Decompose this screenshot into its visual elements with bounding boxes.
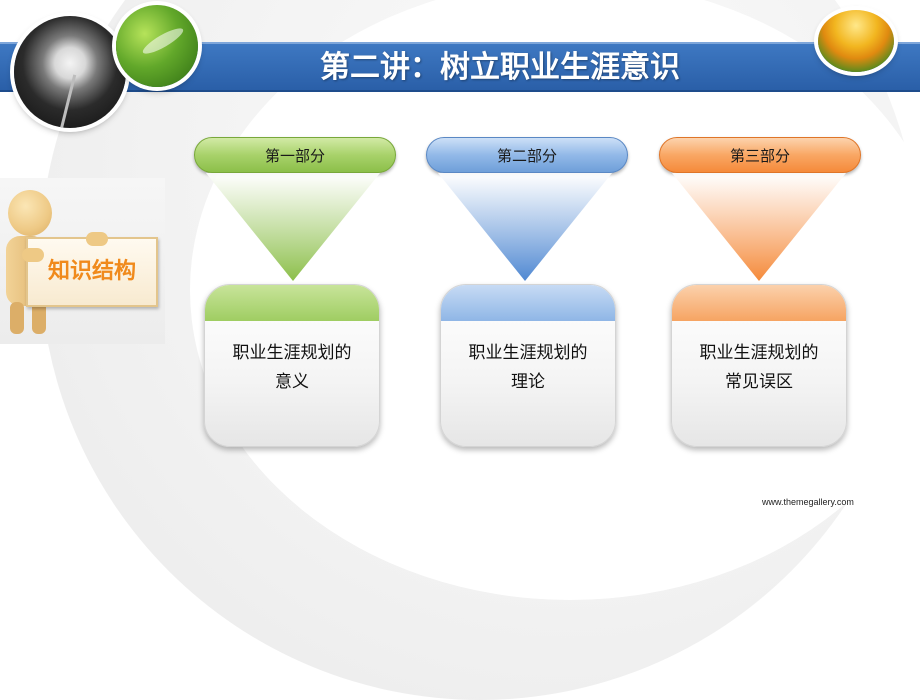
sign-board: 知识结构 <box>26 237 158 307</box>
card-line: 意义 <box>275 372 309 392</box>
figure-leg <box>32 302 46 334</box>
card-line: 理论 <box>511 372 545 392</box>
dandelion-image <box>14 16 126 128</box>
figure-hand <box>86 232 108 246</box>
section-2-label[interactable]: 第二部分 <box>426 137 628 173</box>
section-1-card[interactable]: 职业生涯规划的 意义 <box>204 284 380 447</box>
section-1-arrow <box>206 173 380 281</box>
section-3-arrow <box>672 173 846 281</box>
figure-hand <box>22 248 44 262</box>
section-2-arrow <box>438 173 612 281</box>
card-line: 常见误区 <box>725 372 793 392</box>
figure-leg <box>10 302 24 334</box>
card-line: 职业生涯规划的 <box>468 343 588 363</box>
card-header <box>672 285 846 321</box>
section-3-label[interactable]: 第三部分 <box>659 137 861 173</box>
section-2-card[interactable]: 职业生涯规划的 理论 <box>440 284 616 447</box>
card-text: 职业生涯规划的 理论 <box>441 339 615 397</box>
card-line: 职业生涯规划的 <box>232 343 352 363</box>
card-text: 职业生涯规划的 意义 <box>205 339 379 397</box>
slide-title: 第二讲：树立职业生涯意识 <box>320 50 680 85</box>
footer-url: www.themegallery.com <box>762 497 854 507</box>
section-3-card[interactable]: 职业生涯规划的 常见误区 <box>671 284 847 447</box>
card-header <box>205 285 379 321</box>
leaf-image <box>116 5 198 87</box>
figure-head <box>8 190 52 236</box>
card-header <box>441 285 615 321</box>
card-text: 职业生涯规划的 常见误区 <box>672 339 846 397</box>
tulip-image <box>818 10 894 72</box>
card-line: 职业生涯规划的 <box>699 343 819 363</box>
sign-label: 知识结构 <box>47 259 136 284</box>
section-1-label[interactable]: 第一部分 <box>194 137 396 173</box>
